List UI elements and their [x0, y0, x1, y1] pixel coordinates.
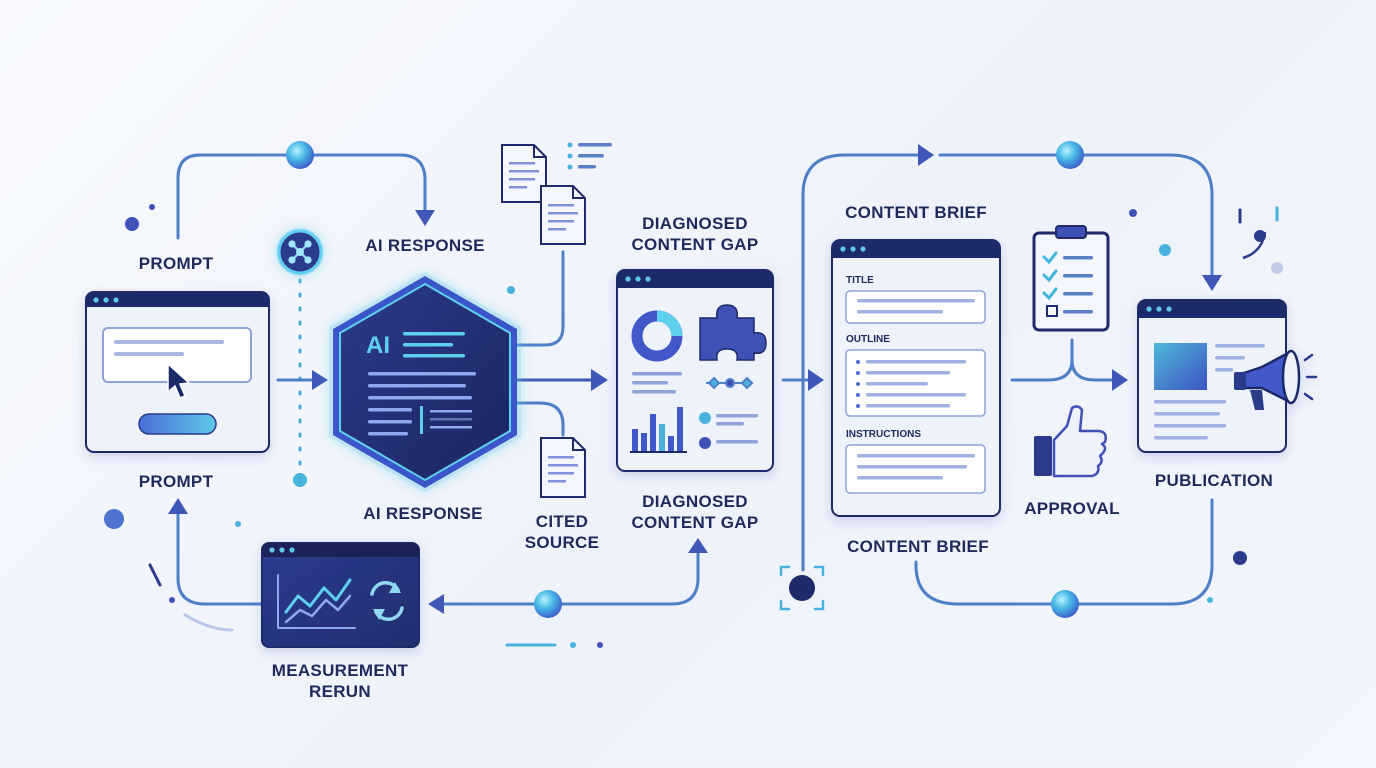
- article-image-icon: [1154, 343, 1207, 390]
- orb: [286, 141, 314, 169]
- dot: [507, 286, 515, 294]
- orb: [534, 590, 562, 618]
- approval-label: APPROVAL: [1024, 499, 1120, 518]
- arrowhead-gap: [591, 369, 608, 391]
- megaphone-icon: [1234, 349, 1318, 410]
- ai-response-label-bottom: AI RESPONSE: [363, 504, 483, 523]
- content-brief-label-top: CONTENT BRIEF: [845, 203, 987, 222]
- node-link-icon: [706, 376, 754, 390]
- content-gap-label-top: DIAGNOSED CONTENT GAP: [631, 214, 759, 254]
- dot: [1254, 230, 1266, 242]
- dot: [570, 642, 576, 648]
- ai-response-label-top: AI RESPONSE: [365, 236, 485, 255]
- dot: [1207, 597, 1213, 603]
- cursor-icon: [167, 362, 191, 399]
- connectors: [176, 153, 1214, 606]
- dot: [293, 473, 307, 487]
- arrow-heads: [168, 144, 1222, 614]
- orb: [1051, 590, 1079, 618]
- cited-source-document-icon: [540, 437, 586, 498]
- arrowhead-measurement: [428, 594, 444, 614]
- dot: [125, 217, 139, 231]
- cited-source-label: CITED SOURCE: [524, 512, 600, 552]
- content-brief-label-bottom: CONTENT BRIEF: [847, 537, 989, 556]
- trend-chart-icon: [277, 574, 356, 629]
- dot: [1129, 209, 1137, 217]
- arrowhead-hex: [312, 370, 328, 390]
- measurement-rerun-label: MEASUREMENT RERUN: [271, 661, 409, 701]
- content-gap-window: [616, 269, 774, 472]
- docs-branch-bottom: [513, 401, 565, 437]
- dot: [235, 521, 241, 527]
- network-node-icon: [276, 228, 324, 276]
- puzzle-piece-icon: [699, 304, 767, 361]
- dot: [169, 597, 175, 603]
- arrowhead-approval: [1112, 369, 1128, 391]
- docs-branch-top: [516, 250, 565, 347]
- arrowhead-ai-response: [415, 210, 435, 226]
- arrowhead-publication: [1202, 275, 1222, 291]
- loop-brief-top: [801, 153, 927, 572]
- loop-to-publication: [938, 153, 1214, 287]
- target-focus-icon: [779, 565, 825, 611]
- ai-badge: AI: [366, 332, 390, 359]
- brief-instructions-label: INSTRUCTIONS: [846, 429, 921, 440]
- dot: [1233, 551, 1247, 565]
- prompt-window: [85, 291, 270, 453]
- arrowhead-top-loop: [918, 144, 934, 166]
- dot: [104, 509, 124, 529]
- decor-dots: [104, 141, 1283, 648]
- dot: [149, 204, 155, 210]
- brief-outline-label: OUTLINE: [846, 334, 890, 345]
- dot: [1159, 244, 1171, 256]
- loop-measurement-to-prompt: [176, 503, 264, 606]
- publication-window: [1137, 299, 1318, 453]
- bar-chart-icon: [630, 407, 687, 453]
- arrowhead-gap-up: [688, 538, 708, 553]
- dot: [597, 642, 603, 648]
- checklist-clipboard-icon: [1032, 225, 1110, 332]
- brief-instructions-field: [845, 444, 986, 494]
- prompt-label-top: PROMPT: [138, 254, 214, 273]
- arrow-brief-to-publication: [1010, 338, 1124, 382]
- ai-response-hexagon: AI: [329, 272, 521, 492]
- prompt-submit-button: [138, 413, 217, 435]
- measurement-window: [261, 542, 420, 648]
- publication-label: PUBLICATION: [1154, 471, 1274, 490]
- content-brief-window: TITLE OUTLINE INSTRUCTIONS: [831, 239, 1001, 517]
- loop-gap-to-measurement: [433, 548, 700, 606]
- content-gap-label-bottom: DIAGNOSED CONTENT GAP: [631, 492, 759, 532]
- arrowhead-prompt-up: [168, 498, 188, 514]
- thumbs-up-icon: [1034, 405, 1107, 478]
- source-documents-icon: [501, 142, 612, 245]
- prompt-label-bottom: PROMPT: [138, 472, 214, 491]
- brief-title-label: TITLE: [846, 275, 874, 286]
- donut-chart-icon: [631, 310, 683, 362]
- brief-title-field: [845, 290, 986, 324]
- arrowhead-brief: [808, 369, 824, 391]
- orb: [1056, 141, 1084, 169]
- dot: [1271, 262, 1283, 274]
- spark-arc: [148, 563, 162, 587]
- spark-arc: [183, 613, 234, 632]
